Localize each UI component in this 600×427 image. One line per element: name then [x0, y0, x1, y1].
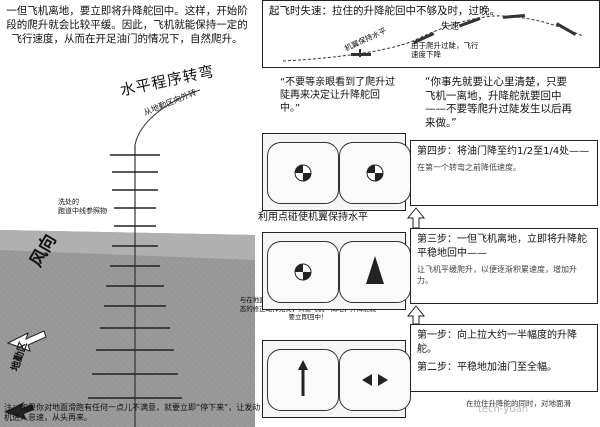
step-3: 第三步：一但飞机离地，立即将升降舵平稳地回中—— 让飞机平缓爬升，以便逐渐积累速… [410, 228, 598, 304]
transmitter-left-stick [267, 142, 339, 204]
label-climb-steep: 由于爬升过陡，飞行速度下降 [411, 41, 479, 59]
step-4-title: 第四步：将油门降至约1/2至1/4处—— [417, 146, 590, 157]
quote-1: “不要等亲眼看到了爬升过陡再来决定让升降舵回中。” [280, 77, 396, 114]
centerline-reference-label: 洗处的 跑道中线参照物 [58, 198, 107, 215]
runway-scene [0, 89, 255, 427]
step-4: 第四步：将油门降至约1/2至1/4处—— 在第一个转弯之前降低速度。 [410, 140, 598, 206]
wings-level-label: 利用点碰使机翼保持水平 [258, 212, 368, 223]
stall-diagram [282, 13, 584, 62]
stall-title: 起飞时失速：拉住的升降舵回中不够及时，过晚。 [269, 5, 500, 17]
quote-2: “你事先就要让心里清楚，只要飞机一离地，升降舵就要回中——不要等爬升过陡发生以后… [425, 76, 572, 129]
step-4-sub: 在第一个转弯之前降低速度。 [417, 163, 521, 172]
step-1-2: 第一步：向上拉大约一半幅度的升降舵。 第二步：平稳地加油门至全幅。 [410, 324, 598, 392]
cockpit-panel-1 [262, 340, 411, 418]
intro-text: 一但飞机离地，要立即将升降舵回中。这样，开始阶段的爬升就会比较平缓。因此，飞机就… [6, 5, 248, 45]
step-2-title: 第二步：平稳地加油门至全幅。 [417, 362, 557, 373]
watermark: tech-yuan [478, 404, 529, 415]
cockpit-panel-4 [262, 133, 411, 211]
arrow-up-icon [406, 305, 426, 325]
bottom-note: 注：如果你对地面滑跑有任何一点儿不满意，就要立即“停下来”，让发动机进入怠速，从… [4, 403, 261, 422]
stall-panel: 起飞时失速：拉住的升降舵回中不够及时，过晚。 失速 机翼保持水平 由于爬升过陡，… [262, 0, 600, 68]
transmitter-right-stick [339, 349, 411, 411]
arrow-up-icon [406, 207, 426, 229]
step-1-title: 第一步：向上拉大约一半幅度的升降舵。 [417, 330, 577, 355]
cockpit-panel-3 [262, 232, 411, 310]
transmitter-left-stick [267, 241, 339, 303]
label-stall: 失速 [441, 22, 460, 32]
bottom-right-label: 在拉住升降舵的同时，对地面滑 [466, 399, 571, 408]
transmitter-left-stick [267, 349, 339, 411]
step-3-title: 第三步：一但飞机离地，立即将升降舵平稳地回中—— [417, 234, 587, 259]
step-3-sub: 让飞机平缓爬升，以便逐渐积累速度，增加升力。 [417, 265, 577, 285]
transmitter-right-stick [339, 241, 411, 303]
transmitter-right-stick [339, 142, 411, 204]
